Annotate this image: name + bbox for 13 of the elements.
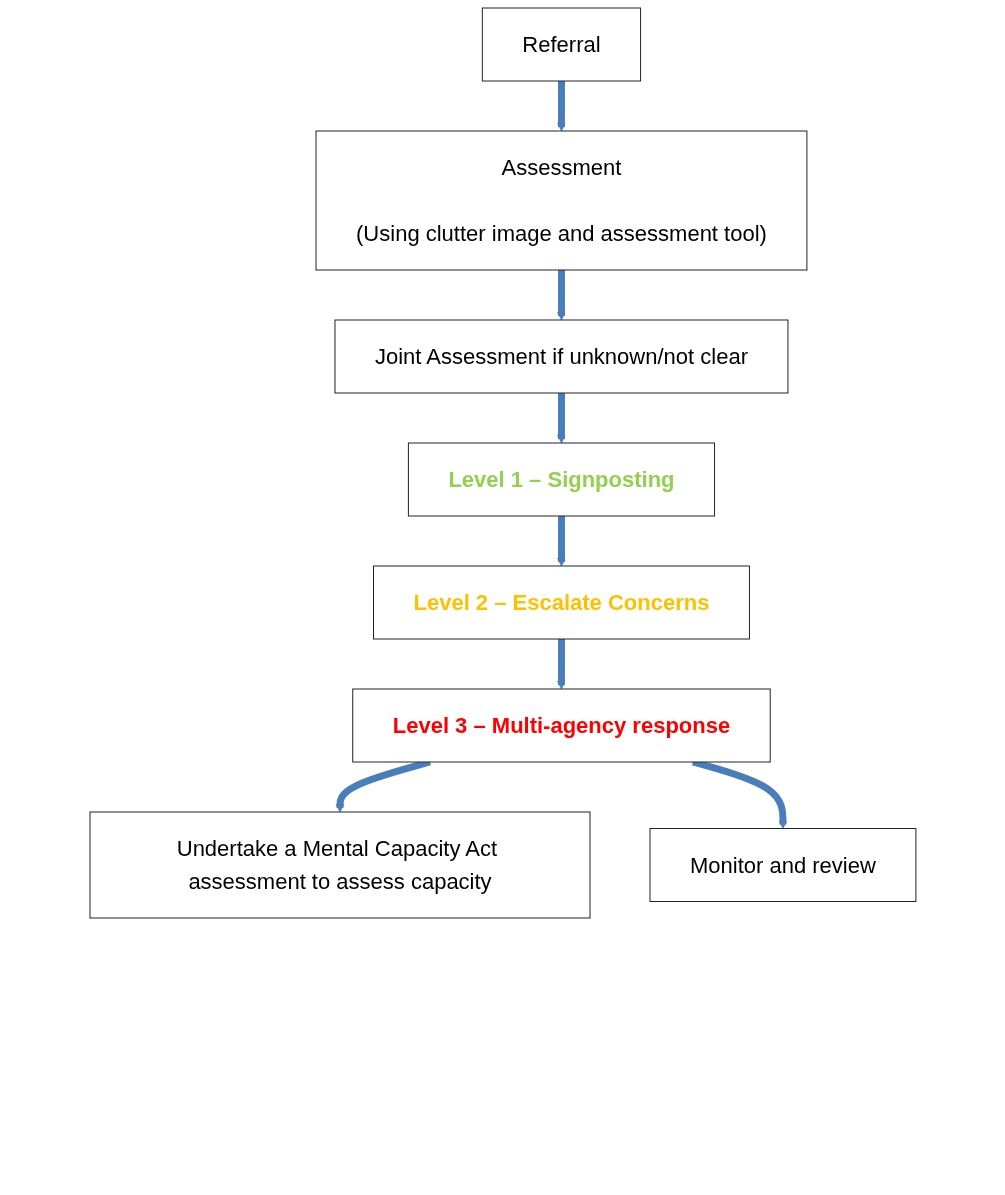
arrow — [556, 516, 566, 567]
arrow — [556, 639, 566, 690]
node-box: Level 2 – Escalate Concerns — [372, 565, 750, 640]
node-box: Assessment (Using clutter image and assessment tool) — [315, 130, 807, 271]
node-box: Level 1 – Signposting — [407, 442, 715, 517]
node-box: Joint Assessment if unknown/not clear — [334, 319, 788, 394]
node-box: Monitor and review — [649, 828, 916, 902]
node-box: Undertake a Mental Capacity Act assessment to assess capacity — [89, 811, 591, 919]
node-box: Level 3 – Multi-agency response — [351, 688, 771, 763]
arrow — [556, 81, 566, 132]
arrow — [556, 270, 566, 321]
arrow — [556, 393, 566, 444]
node-box: Referral — [481, 7, 641, 82]
